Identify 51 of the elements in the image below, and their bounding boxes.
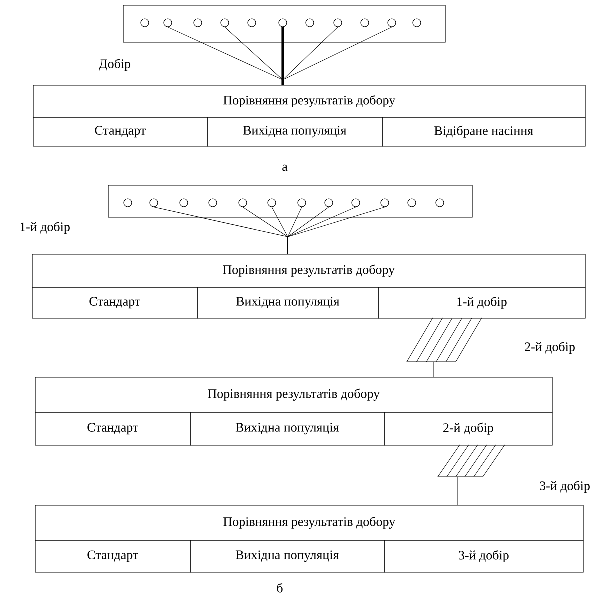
table-cell: 2-й добір	[384, 412, 553, 446]
seed-circle	[412, 18, 422, 28]
seed-circle	[388, 18, 396, 28]
table-heading: Порівняння результатів добору	[35, 505, 584, 541]
table-heading: Порівняння результатів добору	[35, 377, 553, 413]
table-cell: 3-й добір	[384, 540, 584, 573]
seed-circle	[180, 198, 188, 208]
table-heading: Порівняння результатів добору	[33, 85, 586, 118]
seed-box	[123, 5, 446, 43]
table-cell: Вихідна популяція	[197, 287, 379, 319]
label: 1-й добір	[20, 222, 70, 234]
seed-circle	[324, 198, 334, 208]
selection-line	[438, 444, 460, 506]
table-cell: Вихідна популяція	[207, 117, 383, 147]
selection-line	[406, 318, 434, 378]
seed-circle	[238, 198, 248, 208]
table-cell: Вихідна популяція	[190, 540, 385, 573]
selection-line	[282, 27, 284, 85]
seed-circle	[408, 198, 416, 208]
table-cell: Стандарт	[35, 540, 191, 573]
seed-circle	[298, 198, 306, 208]
seed-circle	[278, 18, 288, 28]
seed-circle	[208, 198, 218, 208]
label: 3-й добір	[540, 480, 590, 494]
seed-circle	[436, 198, 444, 208]
seed-circle	[268, 198, 276, 208]
seed-circle	[194, 18, 202, 28]
seed-circle	[334, 18, 342, 28]
seed-box	[108, 185, 473, 218]
table-cell: Стандарт	[32, 287, 198, 319]
seed-circle	[248, 18, 256, 28]
table-cell: Стандарт	[33, 117, 208, 147]
seed-circle	[380, 198, 390, 208]
table-cell: Вихідна популяція	[190, 412, 385, 446]
seed-circle	[124, 198, 132, 208]
seed-circle	[306, 18, 314, 28]
selection-line	[282, 27, 392, 86]
seed-circle	[220, 18, 230, 28]
label: 2-й добір	[525, 342, 575, 354]
table-cell: 1-й добір	[378, 287, 586, 319]
table-heading: Порівняння результатів добору	[32, 254, 586, 288]
selection-line	[288, 207, 386, 254]
table-cell: Стандарт	[35, 412, 191, 446]
seed-circle	[150, 198, 158, 208]
seed-circle	[352, 198, 360, 208]
seed-circle	[164, 18, 172, 28]
table-cell: Відібране насіння	[382, 117, 586, 147]
label: Добір	[99, 58, 131, 72]
seed-circle	[140, 18, 150, 28]
seed-circle	[360, 18, 370, 28]
label: а	[282, 164, 288, 172]
